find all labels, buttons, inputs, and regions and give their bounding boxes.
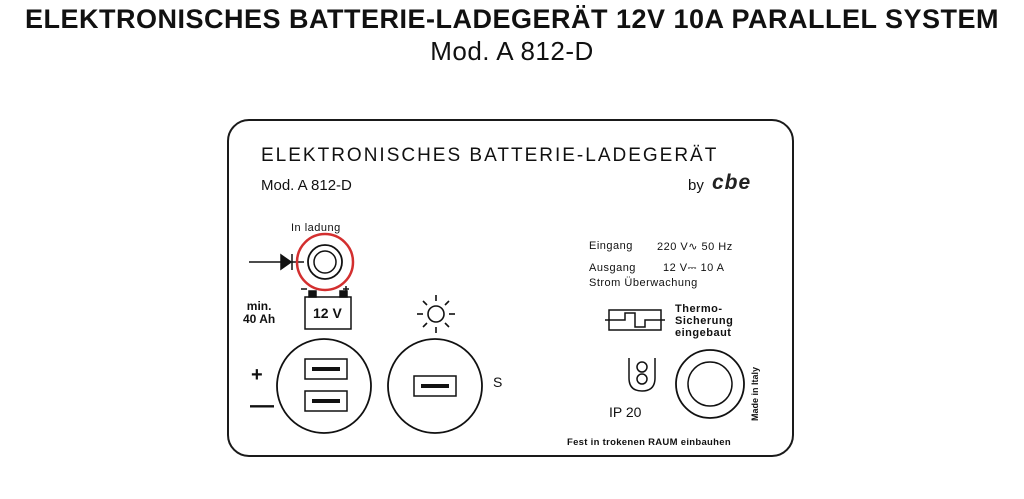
min-capacity-text: min. 40 Ah (243, 299, 276, 326)
minus-terminal-label: — (250, 392, 274, 419)
plate-model: Mod. A 812-D (261, 177, 352, 194)
plus-terminal-label: + (251, 364, 263, 386)
document-heading: ELEKTRONISCHES BATTERIE-LADEGERÄT 12V 10… (24, 4, 1000, 34)
thermal-fuse-text: Thermo- Sicherung eingebaut (675, 303, 734, 339)
rating-plate: ELEKTRONISCHES BATTERIE-LADEGERÄT Mod. A… (227, 119, 794, 457)
dc-output-socket[interactable] (276, 338, 372, 434)
charge-led-indicator (307, 244, 343, 280)
output-value: 12 V⎓ 10 A (663, 262, 725, 274)
double-insulation-icon (628, 358, 656, 392)
plate-graphics (249, 232, 745, 434)
thermal-fuse-label: Thermo- Sicherung eingebaut (675, 303, 733, 339)
s-switch-socket[interactable] (387, 338, 483, 434)
cable-gland (675, 349, 745, 419)
plate-title: ELEKTRONISCHES BATTERIE-LADEGERÄT (261, 145, 719, 166)
ip-rating-label: IP 20 (609, 404, 642, 420)
installation-note: Fest in trokenen RAUM einbauhen (567, 437, 731, 448)
document-subheading: Mod. A 812-D (430, 36, 594, 66)
switch-s-label: S (493, 374, 503, 390)
brand-logo: cbe (712, 171, 752, 194)
thermal-fuse-icon (605, 309, 665, 331)
input-value: 220 V∿ 50 Hz (657, 241, 733, 253)
highlight-ring (295, 232, 355, 292)
output-label: Ausgang (589, 262, 636, 274)
min-capacity-label: min. 40 Ah (243, 300, 275, 326)
charging-label: In ladung (291, 222, 341, 234)
sun-icon (417, 295, 455, 333)
current-control-label: Strom Überwachung (589, 277, 698, 289)
by-label: by (688, 177, 704, 194)
battery-icon (301, 286, 352, 330)
battery-voltage-label: 12 V (313, 305, 342, 321)
made-in-italy-label: Made in Italy (750, 366, 760, 421)
input-label: Eingang (589, 240, 633, 252)
